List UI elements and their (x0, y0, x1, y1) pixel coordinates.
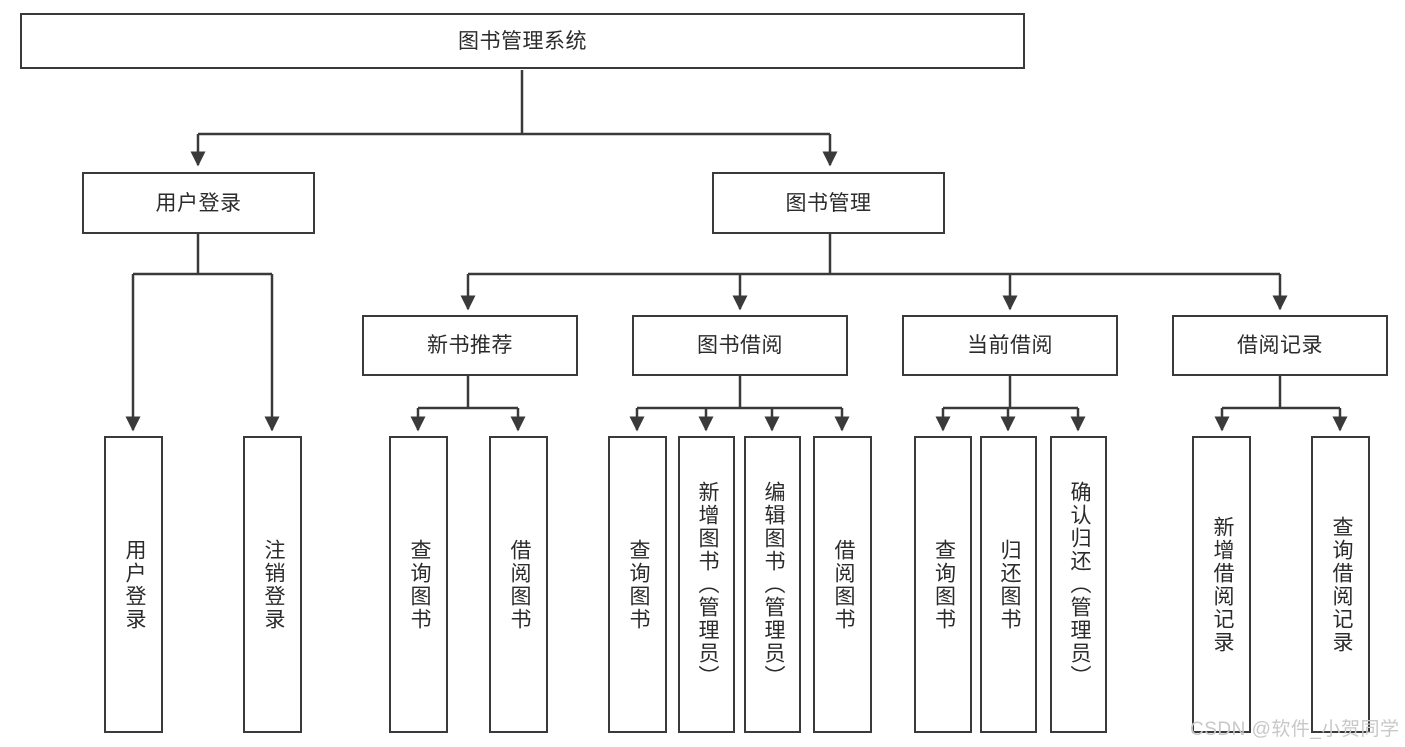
node-leaf-confirm-return[interactable]: 确认归还（管理员） (1050, 436, 1107, 733)
node-leaf-return-book[interactable]: 归还图书 (980, 436, 1037, 733)
node-leaf-query-book-3[interactable]: 查询图书 (914, 436, 972, 733)
node-new-book-rec-label: 新书推荐 (427, 334, 513, 357)
node-root[interactable]: 图书管理系统 (20, 13, 1025, 69)
watermark-text: CSDN @软件_小贺同学 (1190, 719, 1400, 740)
node-leaf-user-logout-label: 注销登录 (261, 538, 285, 631)
node-book-borrow[interactable]: 图书借阅 (632, 315, 848, 376)
node-leaf-edit-book[interactable]: 编辑图书（管理员） (744, 436, 801, 733)
node-leaf-query-book-1[interactable]: 查询图书 (389, 436, 448, 733)
node-user-login-label: 用户登录 (155, 191, 242, 215)
node-borrow-record-label: 借阅记录 (1237, 334, 1323, 357)
node-leaf-user-login[interactable]: 用户登录 (104, 436, 163, 733)
node-book-borrow-label: 图书借阅 (697, 334, 783, 357)
node-leaf-query-record[interactable]: 查询借阅记录 (1311, 436, 1370, 733)
node-leaf-edit-book-label: 编辑图书（管理员） (761, 481, 785, 688)
node-borrow-record[interactable]: 借阅记录 (1172, 315, 1388, 376)
node-root-label: 图书管理系统 (458, 29, 587, 53)
node-leaf-query-book-2-label: 查询图书 (626, 538, 650, 631)
node-leaf-add-record-label: 新增借阅记录 (1210, 515, 1234, 654)
node-leaf-query-book-2[interactable]: 查询图书 (608, 436, 667, 733)
node-new-book-rec[interactable]: 新书推荐 (362, 315, 578, 376)
node-book-manage-label: 图书管理 (785, 191, 872, 215)
node-user-login[interactable]: 用户登录 (82, 172, 315, 234)
node-leaf-user-logout[interactable]: 注销登录 (243, 436, 302, 733)
node-leaf-borrow-book-1-label: 借阅图书 (507, 538, 531, 631)
node-leaf-borrow-book-2[interactable]: 借阅图书 (813, 436, 872, 733)
node-current-borrow-label: 当前借阅 (967, 334, 1053, 357)
node-leaf-confirm-return-label: 确认归还（管理员） (1067, 481, 1091, 688)
node-leaf-add-book[interactable]: 新增图书（管理员） (678, 436, 735, 733)
node-book-manage[interactable]: 图书管理 (712, 172, 945, 234)
node-leaf-query-book-3-label: 查询图书 (932, 538, 956, 631)
node-leaf-borrow-book-1[interactable]: 借阅图书 (489, 436, 548, 733)
node-current-borrow[interactable]: 当前借阅 (902, 315, 1118, 376)
node-leaf-query-book-1-label: 查询图书 (407, 538, 431, 631)
node-leaf-query-record-label: 查询借阅记录 (1329, 515, 1353, 654)
node-leaf-borrow-book-2-label: 借阅图书 (831, 538, 855, 631)
node-leaf-user-login-label: 用户登录 (122, 538, 146, 631)
node-leaf-add-record[interactable]: 新增借阅记录 (1192, 436, 1251, 733)
node-leaf-return-book-label: 归还图书 (997, 538, 1021, 631)
node-leaf-add-book-label: 新增图书（管理员） (695, 481, 719, 688)
